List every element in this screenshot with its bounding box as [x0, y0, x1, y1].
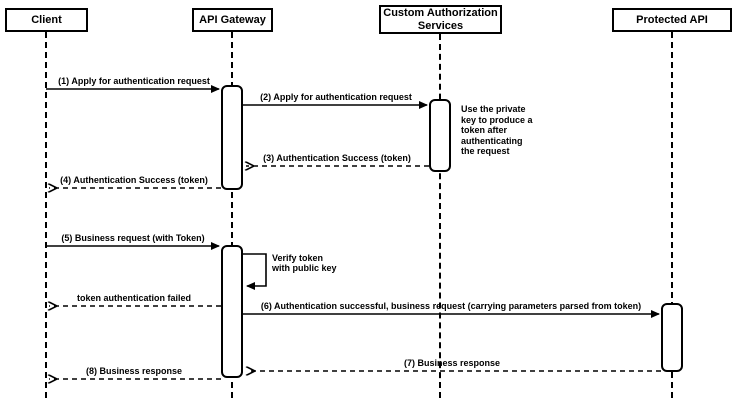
message-8-label: (8) Business response [85, 366, 183, 376]
message-5-label: (5) Business request (with Token) [61, 233, 205, 243]
message-token-failed-label: token authentication failed [76, 293, 192, 303]
message-3-label: (3) Authentication Success (token) [263, 153, 411, 163]
message-1-label: (1) Apply for authentication request [58, 76, 210, 86]
message-4-label: (4) Authentication Success (token) [60, 175, 208, 185]
participant-custom-authorization-services: Custom Authorization Services [379, 5, 502, 34]
lifeline-client [45, 32, 47, 398]
message-7-label: (7) Business response [403, 358, 501, 368]
lifeline-protected-api [671, 32, 673, 398]
lifeline-custom-authorization-services [439, 34, 441, 398]
participant-api-gateway: API Gateway [192, 8, 273, 32]
activation-custom-authorization-svcs [429, 99, 451, 172]
lifeline-api-gateway [231, 32, 233, 398]
activation-protected-api [661, 303, 683, 372]
activation-api-gateway-1 [221, 85, 243, 190]
participant-client: Client [5, 8, 88, 32]
activation-api-gateway-2 [221, 245, 243, 378]
participant-protected-api: Protected API [612, 8, 732, 32]
self-message-verify-token-arrow [243, 253, 267, 290]
message-2-label: (2) Apply for authentication request [260, 92, 412, 102]
note-use-private-key: Use the private key to produce a token a… [461, 104, 533, 156]
self-message-verify-token-label: Verify token with public key [272, 253, 337, 273]
message-6-label: (6) Authentication successful, business … [260, 301, 642, 311]
